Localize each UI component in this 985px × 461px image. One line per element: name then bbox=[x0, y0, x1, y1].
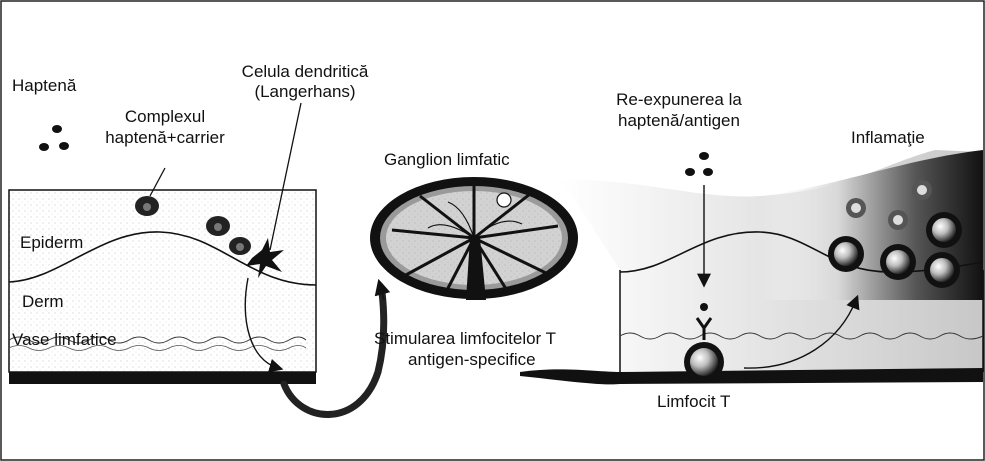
left-skin-section bbox=[9, 190, 316, 384]
dendritic-label-line2: (Langerhans) bbox=[250, 82, 360, 102]
hapten-label: Haptenă bbox=[12, 76, 76, 96]
left-base-bar bbox=[9, 372, 316, 384]
complex-label-line1: Complexul bbox=[110, 107, 220, 127]
complex-label-line2: haptenă+carrier bbox=[90, 128, 240, 148]
stimulation-label-line1: Stimularea limfocitelor T bbox=[374, 329, 556, 349]
reexposure-label-line1: Re-expunerea la bbox=[604, 90, 754, 110]
hapten-icon bbox=[39, 125, 69, 151]
lymph-node-label: Ganglion limfatic bbox=[384, 150, 510, 170]
lymph-vessels-label: Vase limfatice bbox=[12, 330, 117, 350]
epidermis-label: Epiderm bbox=[20, 233, 83, 253]
t-lymphocyte-label: Limfocit T bbox=[657, 392, 730, 412]
dermis-label: Derm bbox=[22, 292, 64, 312]
stimulation-label-line2: antigen-specifice bbox=[408, 350, 536, 370]
antigen-dot-icon bbox=[700, 303, 708, 311]
lymph-node-icon bbox=[370, 177, 578, 300]
t-lymphocyte-icon bbox=[684, 342, 724, 382]
dendritic-label-line1: Celula dendritică bbox=[215, 62, 395, 82]
inflammation-label: Inflamaţie bbox=[851, 128, 925, 148]
reexposure-label-line2: haptenă/antigen bbox=[604, 111, 754, 131]
reexposure-hapten-icon bbox=[685, 152, 713, 176]
